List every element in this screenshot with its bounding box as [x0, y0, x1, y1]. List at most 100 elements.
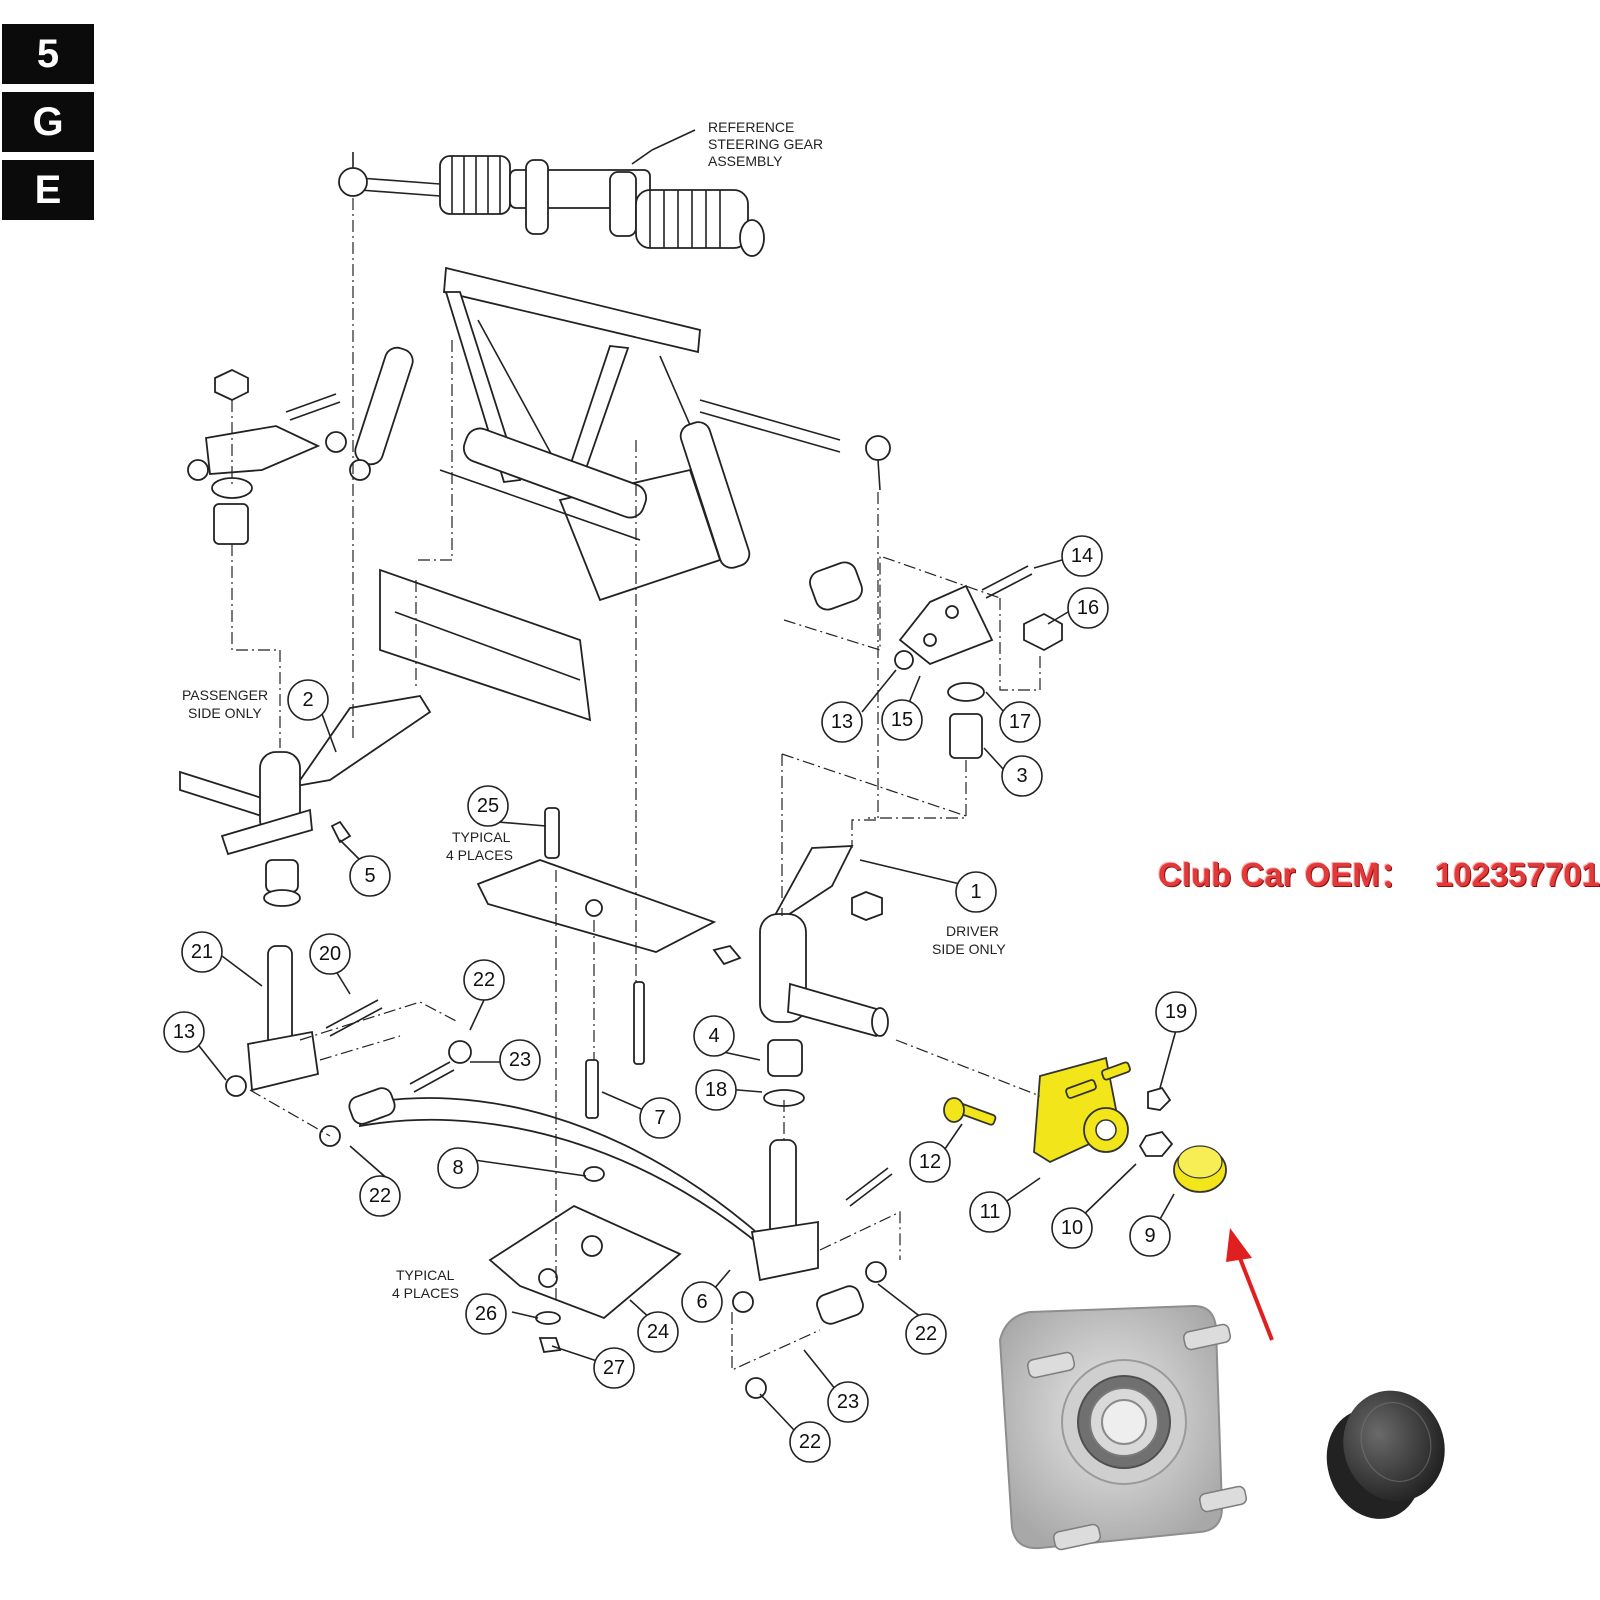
- callout-26: 26: [465, 1293, 507, 1335]
- svg-text:24: 24: [647, 1321, 669, 1343]
- svg-text:22: 22: [369, 1185, 391, 1207]
- steering-gear-assembly: [338, 129, 765, 257]
- svg-text:14: 14: [1071, 545, 1093, 567]
- section-tab-letter-g: G: [2, 92, 94, 152]
- callout-12: 12: [909, 1141, 951, 1183]
- callout-9: 9: [1129, 1215, 1171, 1257]
- upper-right-bracket: [809, 435, 1063, 759]
- callout-15: 15: [881, 699, 923, 741]
- svg-text:11: 11: [980, 1201, 1001, 1223]
- callout-5: 5: [349, 855, 391, 897]
- callout-17: 17: [999, 701, 1041, 743]
- svg-text:3: 3: [1016, 765, 1027, 787]
- typical-note-top: TYPICAL 4 PLACES: [446, 829, 513, 863]
- steering-note-line-3: ASSEMBLY: [708, 153, 783, 169]
- svg-text:27: 27: [603, 1357, 625, 1379]
- upper-left-linkage: [187, 368, 371, 545]
- callout-19: 19: [1155, 991, 1197, 1033]
- typical-bottom-line-1: TYPICAL: [396, 1267, 455, 1283]
- assembly-lines: [231, 198, 1041, 1371]
- svg-text:23: 23: [509, 1049, 531, 1071]
- steering-gear-note: REFERENCE STEERING GEAR ASSEMBLY: [708, 119, 823, 169]
- svg-text:22: 22: [799, 1431, 821, 1453]
- driver-note: DRIVER SIDE ONLY: [932, 923, 1006, 957]
- hardware-left: [319, 944, 742, 1147]
- callout-11: 11: [969, 1191, 1011, 1233]
- callout-22-a: 22: [463, 959, 505, 1001]
- driver-note-line-2: SIDE ONLY: [932, 941, 1006, 957]
- svg-text:8: 8: [452, 1157, 463, 1179]
- upper-plate: [476, 807, 717, 1065]
- passenger-note: PASSENGER SIDE ONLY: [182, 687, 268, 721]
- hub-cap-highlighted: [1173, 1145, 1227, 1193]
- svg-text:25: 25: [477, 795, 499, 817]
- callout-27: 27: [593, 1347, 635, 1389]
- driver-note-line-1: DRIVER: [946, 923, 999, 939]
- svg-text:15: 15: [891, 709, 913, 731]
- svg-text:7: 7: [654, 1107, 665, 1129]
- callout-3: 3: [1001, 755, 1043, 797]
- hub-nut: [1138, 1086, 1174, 1157]
- leaf-spring: [348, 1059, 781, 1263]
- callout-13-upper: 13: [821, 701, 863, 743]
- section-tab-letter-e: E: [2, 160, 94, 220]
- callout-1: 1: [955, 871, 997, 913]
- red-arrow-icon: [1226, 1228, 1274, 1341]
- steering-note-line-1: REFERENCE: [708, 119, 794, 135]
- callout-14: 14: [1061, 535, 1103, 577]
- svg-text:17: 17: [1009, 711, 1031, 733]
- svg-text:23: 23: [837, 1391, 859, 1413]
- typical-top-line-1: TYPICAL: [452, 829, 511, 845]
- svg-text:18: 18: [705, 1079, 727, 1101]
- callout-20: 20: [309, 933, 351, 975]
- svg-text:13: 13: [831, 711, 853, 733]
- passenger-spindle: [179, 695, 432, 907]
- callout-25: 25: [467, 785, 509, 827]
- callout-13-lower: 13: [163, 1011, 205, 1053]
- passenger-note-line-1: PASSENGER: [182, 687, 268, 703]
- oem-number: 102357701: [1434, 856, 1600, 893]
- callout-24: 24: [637, 1311, 679, 1353]
- oem-label: Club Car OEM：: [1158, 856, 1413, 893]
- svg-text:20: 20: [319, 943, 341, 965]
- driver-spindle: [732, 845, 893, 1399]
- left-kingpin-yoke: [225, 945, 383, 1097]
- section-tab-number: 5: [2, 24, 94, 84]
- svg-text:16: 16: [1077, 597, 1099, 619]
- oem-part-number: Club Car OEM： 102357701: [1158, 848, 1600, 896]
- callout-22-d: 22: [789, 1421, 831, 1463]
- svg-text:22: 22: [473, 969, 495, 991]
- front-frame: [354, 266, 841, 722]
- callout-7: 7: [639, 1097, 681, 1139]
- callout-21: 21: [181, 931, 223, 973]
- callout-2: 2: [287, 679, 329, 721]
- callout-23-a: 23: [499, 1039, 541, 1081]
- svg-text:21: 21: [191, 941, 213, 963]
- svg-text:5: 5: [364, 865, 375, 887]
- hub-photo: [998, 1304, 1248, 1551]
- svg-text:9: 9: [1144, 1225, 1155, 1247]
- callout-23-b: 23: [827, 1381, 869, 1423]
- svg-text:2: 2: [302, 689, 313, 711]
- callout-16: 16: [1067, 587, 1109, 629]
- svg-text:6: 6: [696, 1291, 707, 1313]
- steering-note-line-2: STEERING GEAR: [708, 136, 823, 152]
- svg-text:10: 10: [1061, 1217, 1083, 1239]
- typical-note-bottom: TYPICAL 4 PLACES: [392, 1267, 459, 1301]
- callout-6: 6: [681, 1281, 723, 1323]
- hub-assembly-highlighted: [943, 1056, 1131, 1164]
- callout-22-b: 22: [359, 1175, 401, 1217]
- svg-text:26: 26: [475, 1303, 497, 1325]
- callout-22-c: 22: [905, 1313, 947, 1355]
- callout-18: 18: [695, 1069, 737, 1111]
- svg-text:22: 22: [915, 1323, 937, 1345]
- dust-cap-photo: [1326, 1390, 1445, 1519]
- svg-text:1: 1: [970, 881, 981, 903]
- svg-text:12: 12: [919, 1151, 941, 1173]
- lower-plate: [488, 1204, 682, 1353]
- svg-text:13: 13: [173, 1021, 195, 1043]
- svg-text:4: 4: [708, 1025, 719, 1047]
- typical-top-line-2: 4 PLACES: [446, 847, 513, 863]
- svg-text:19: 19: [1165, 1001, 1187, 1023]
